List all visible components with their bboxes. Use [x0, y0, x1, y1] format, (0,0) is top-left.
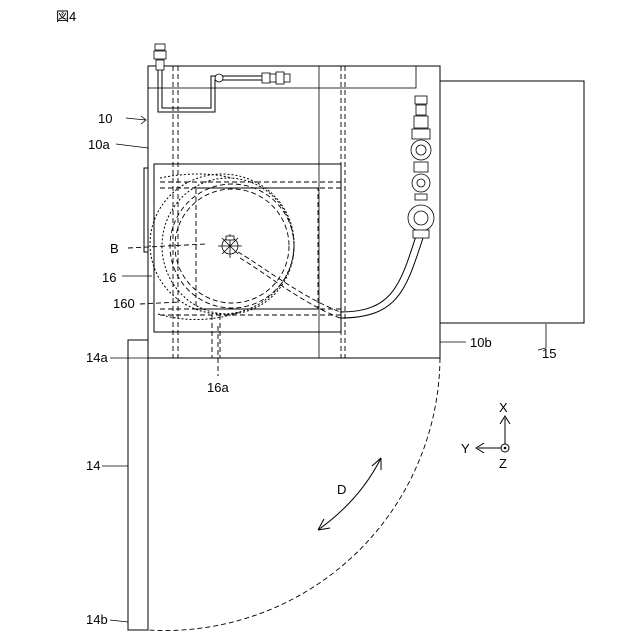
axis-y-label: Y	[461, 441, 470, 456]
label-holder-frame: 160	[113, 296, 135, 311]
swing-arrow	[318, 458, 381, 530]
main-body	[144, 66, 440, 358]
label-panel-bottom: 14b	[86, 612, 108, 627]
label-unit: 15	[542, 346, 556, 361]
top-pipe	[154, 44, 290, 112]
label-panel-top: 14a	[86, 350, 108, 365]
valve-stack	[408, 96, 434, 238]
label-holder-part: 16a	[207, 380, 229, 395]
label-reel: B	[110, 241, 119, 256]
label-body-edge: 10b	[470, 335, 492, 350]
label-body: 10	[98, 111, 112, 126]
label-holder: 16	[102, 270, 116, 285]
unit-box	[440, 81, 584, 323]
axis-x-label: X	[499, 400, 508, 415]
label-body-side: 10a	[88, 137, 110, 152]
leader-lines	[102, 116, 546, 622]
panel	[128, 340, 148, 630]
holder-frame	[154, 164, 341, 358]
axis-symbol	[476, 416, 510, 453]
figure-title: 図4	[56, 9, 76, 24]
hose-reel	[150, 174, 294, 320]
hose	[238, 236, 423, 318]
label-swing: D	[337, 482, 346, 497]
reel-hub	[218, 234, 242, 258]
label-panel: 14	[86, 458, 100, 473]
axis-z-label: Z	[499, 456, 507, 471]
swing-arc	[148, 358, 440, 631]
